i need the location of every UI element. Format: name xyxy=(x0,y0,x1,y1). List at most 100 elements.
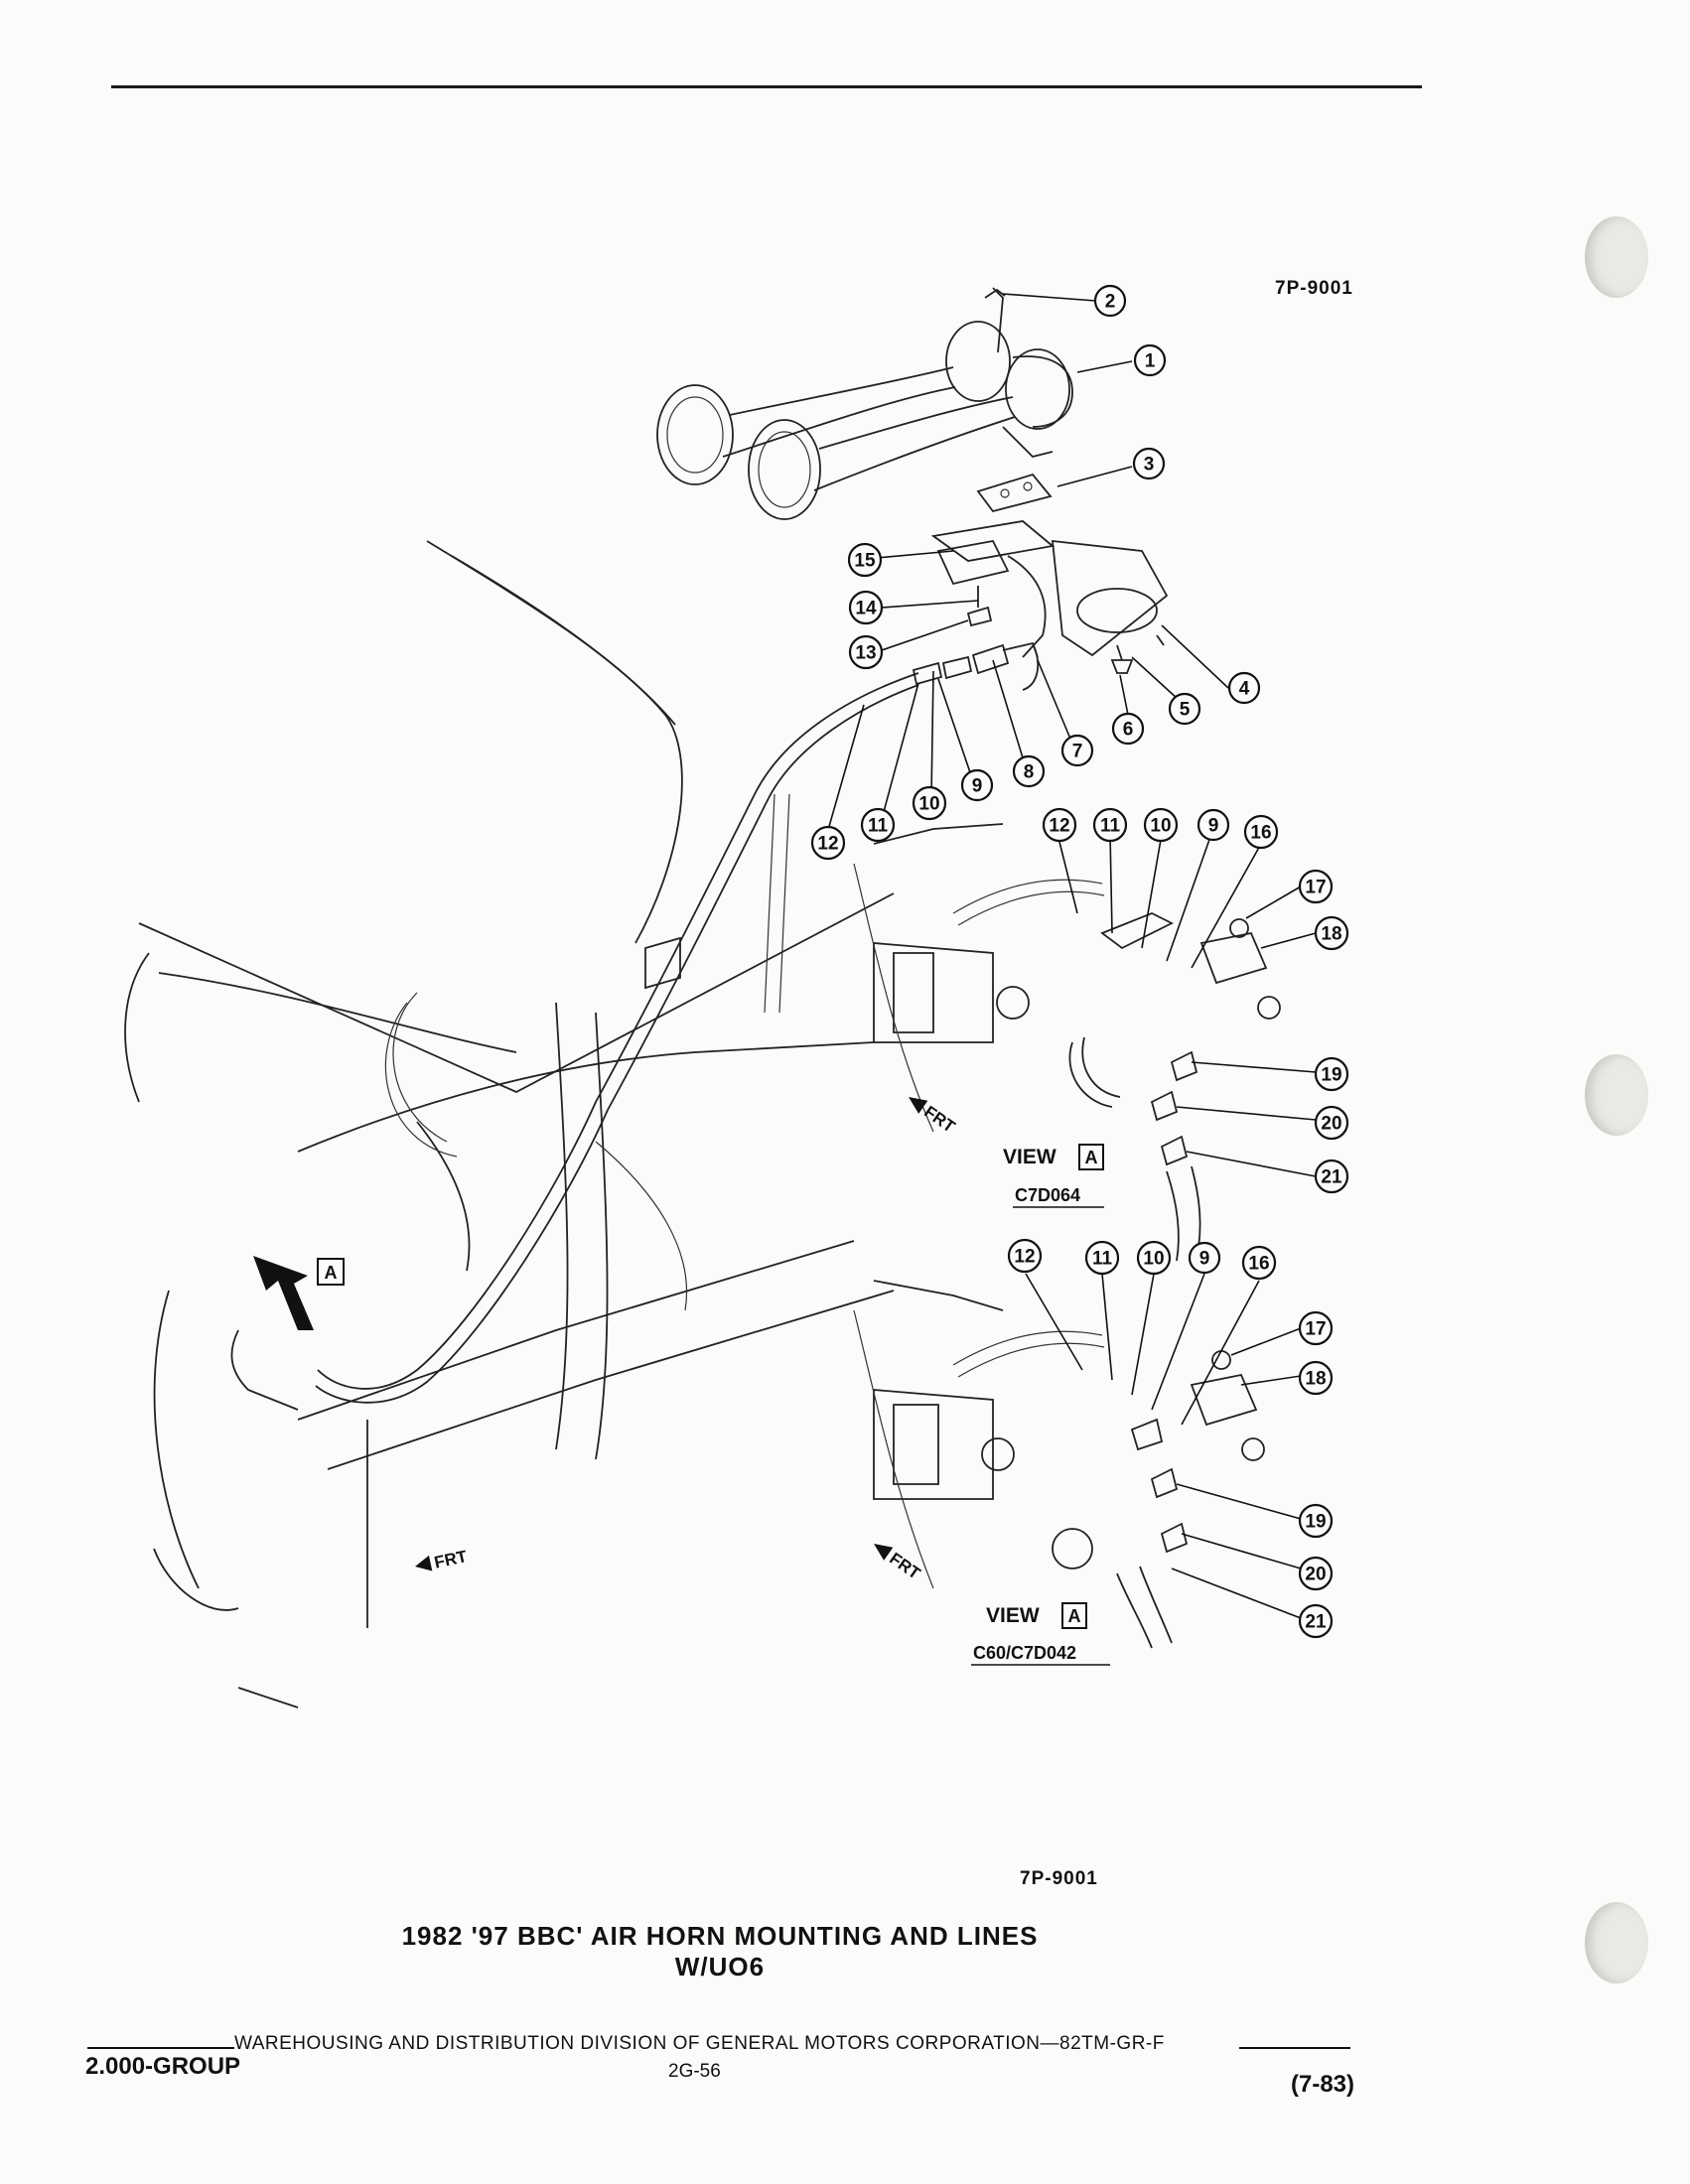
svg-text:19: 19 xyxy=(1321,1065,1341,1086)
svg-text:10: 10 xyxy=(1143,1249,1164,1270)
callout-7: 7 xyxy=(1060,734,1094,767)
callout-17-view2: 17 xyxy=(1298,1310,1334,1346)
svg-text:FRT: FRT xyxy=(433,1547,470,1572)
callout-10-view2: 10 xyxy=(1136,1240,1172,1276)
callout-12: 12 xyxy=(810,825,846,861)
callout-20-view2: 20 xyxy=(1298,1556,1334,1591)
svg-text:19: 19 xyxy=(1305,1512,1326,1533)
svg-text:VIEW: VIEW xyxy=(986,1604,1040,1627)
svg-text:14: 14 xyxy=(855,599,877,619)
callout-1: 1 xyxy=(1133,343,1167,377)
callout-9-view1: 9 xyxy=(1197,808,1230,842)
callout-18-view2: 18 xyxy=(1298,1360,1334,1396)
footer-group: 2.000-GROUP xyxy=(85,2053,241,2080)
callout-13: 13 xyxy=(848,634,884,670)
svg-text:8: 8 xyxy=(1024,762,1035,783)
view-a-lower-detail xyxy=(853,1280,1265,1649)
callout-9-view2: 9 xyxy=(1188,1241,1221,1275)
svg-text:6: 6 xyxy=(1123,720,1134,741)
svg-text:12: 12 xyxy=(1049,816,1069,837)
figure-code-bottom: 7P-9001 xyxy=(1020,1868,1098,1889)
svg-text:9: 9 xyxy=(1208,816,1219,837)
callout-12-view1: 12 xyxy=(1042,807,1077,843)
callout-21-view2: 21 xyxy=(1298,1603,1334,1639)
svg-text:A: A xyxy=(325,1263,338,1283)
svg-text:C60/C7D042: C60/C7D042 xyxy=(973,1643,1076,1663)
callout-10-view1: 10 xyxy=(1143,807,1179,843)
callout-17-view1: 17 xyxy=(1298,869,1334,904)
callout-15: 15 xyxy=(847,542,883,578)
svg-text:20: 20 xyxy=(1305,1565,1326,1585)
svg-text:5: 5 xyxy=(1180,700,1191,721)
figure-caption-line1: 1982 '97 BBC' AIR HORN MOUNTING AND LINE… xyxy=(401,1921,1039,1951)
callout-11-view1: 11 xyxy=(1092,807,1128,843)
svg-text:FRT: FRT xyxy=(886,1549,923,1583)
callout-11-view2: 11 xyxy=(1084,1240,1120,1276)
callout-10: 10 xyxy=(912,785,947,821)
horn-mounting-hardware xyxy=(912,520,1169,691)
svg-text:VIEW: VIEW xyxy=(1003,1146,1056,1168)
svg-text:16: 16 xyxy=(1248,1254,1269,1275)
callout-19-view1: 19 xyxy=(1314,1056,1349,1092)
svg-text:15: 15 xyxy=(854,551,876,572)
view-a-lower-label: VIEW A C60/C7D042 xyxy=(971,1602,1110,1666)
svg-text:16: 16 xyxy=(1250,823,1271,844)
callout-6: 6 xyxy=(1111,712,1145,746)
svg-text:13: 13 xyxy=(855,643,876,664)
figure-code-top: 7P-9001 xyxy=(1275,278,1353,299)
callout-11: 11 xyxy=(860,807,896,843)
footer-page-number: 2G-56 xyxy=(668,2061,721,2082)
frt-arrow-main: FRT xyxy=(415,1547,470,1572)
callout-18-view1: 18 xyxy=(1314,915,1349,951)
svg-text:11: 11 xyxy=(1100,816,1121,837)
svg-text:C7D064: C7D064 xyxy=(1015,1185,1080,1205)
callout-3: 3 xyxy=(1132,447,1166,480)
svg-text:2: 2 xyxy=(1105,292,1116,313)
svg-text:10: 10 xyxy=(1150,816,1171,837)
callout-8: 8 xyxy=(1012,754,1046,788)
callout-16-view1: 16 xyxy=(1243,814,1279,850)
svg-text:FRT: FRT xyxy=(920,1102,958,1137)
footer-rule-right xyxy=(1239,2047,1350,2049)
callout-19-view2: 19 xyxy=(1298,1503,1334,1539)
callout-5: 5 xyxy=(1168,692,1201,726)
footer-date: (7-83) xyxy=(1291,2071,1355,2098)
svg-text:7: 7 xyxy=(1072,742,1083,762)
view-a-upper-label: VIEW A C7D064 xyxy=(1003,1144,1104,1208)
svg-text:21: 21 xyxy=(1321,1167,1342,1188)
svg-text:21: 21 xyxy=(1305,1612,1327,1633)
top-rule xyxy=(111,85,1422,88)
air-line-tube xyxy=(230,672,919,1411)
svg-text:12: 12 xyxy=(817,834,838,855)
svg-text:11: 11 xyxy=(1092,1249,1113,1270)
view-a-pointer-arrow: A xyxy=(253,1256,345,1330)
svg-text:A: A xyxy=(1068,1606,1081,1626)
frt-arrow-upper-view: FRT xyxy=(909,1097,959,1137)
svg-text:18: 18 xyxy=(1321,924,1341,945)
binder-hole-bottom xyxy=(1585,1902,1648,1983)
svg-text:12: 12 xyxy=(1014,1247,1035,1268)
svg-text:9: 9 xyxy=(972,776,983,797)
svg-text:1: 1 xyxy=(1145,351,1156,372)
frt-arrow-lower-view: FRT xyxy=(874,1544,924,1583)
callout-16-view2: 16 xyxy=(1241,1245,1277,1281)
svg-text:17: 17 xyxy=(1305,1319,1326,1340)
svg-text:17: 17 xyxy=(1305,878,1326,898)
footer-rule-left xyxy=(87,2047,234,2049)
footer-org-line: WAREHOUSING AND DISTRIBUTION DIVISION OF… xyxy=(234,2033,1165,2054)
air-horn-assembly xyxy=(656,287,1073,520)
callout-leaders xyxy=(825,293,1317,1619)
svg-text:A: A xyxy=(1085,1148,1098,1167)
callout-2: 2 xyxy=(1093,284,1127,318)
svg-text:9: 9 xyxy=(1199,1249,1210,1270)
svg-text:20: 20 xyxy=(1321,1114,1341,1135)
callout-4: 4 xyxy=(1227,671,1261,705)
callout-14: 14 xyxy=(848,590,884,625)
binder-hole-top xyxy=(1585,216,1648,298)
figure-caption-line2: W/UO6 xyxy=(674,1952,766,1981)
svg-text:10: 10 xyxy=(918,794,939,815)
svg-text:11: 11 xyxy=(868,816,889,837)
callout-20-view1: 20 xyxy=(1314,1105,1349,1141)
binder-hole-middle xyxy=(1585,1054,1648,1136)
truck-cab-illustration xyxy=(124,540,895,1708)
